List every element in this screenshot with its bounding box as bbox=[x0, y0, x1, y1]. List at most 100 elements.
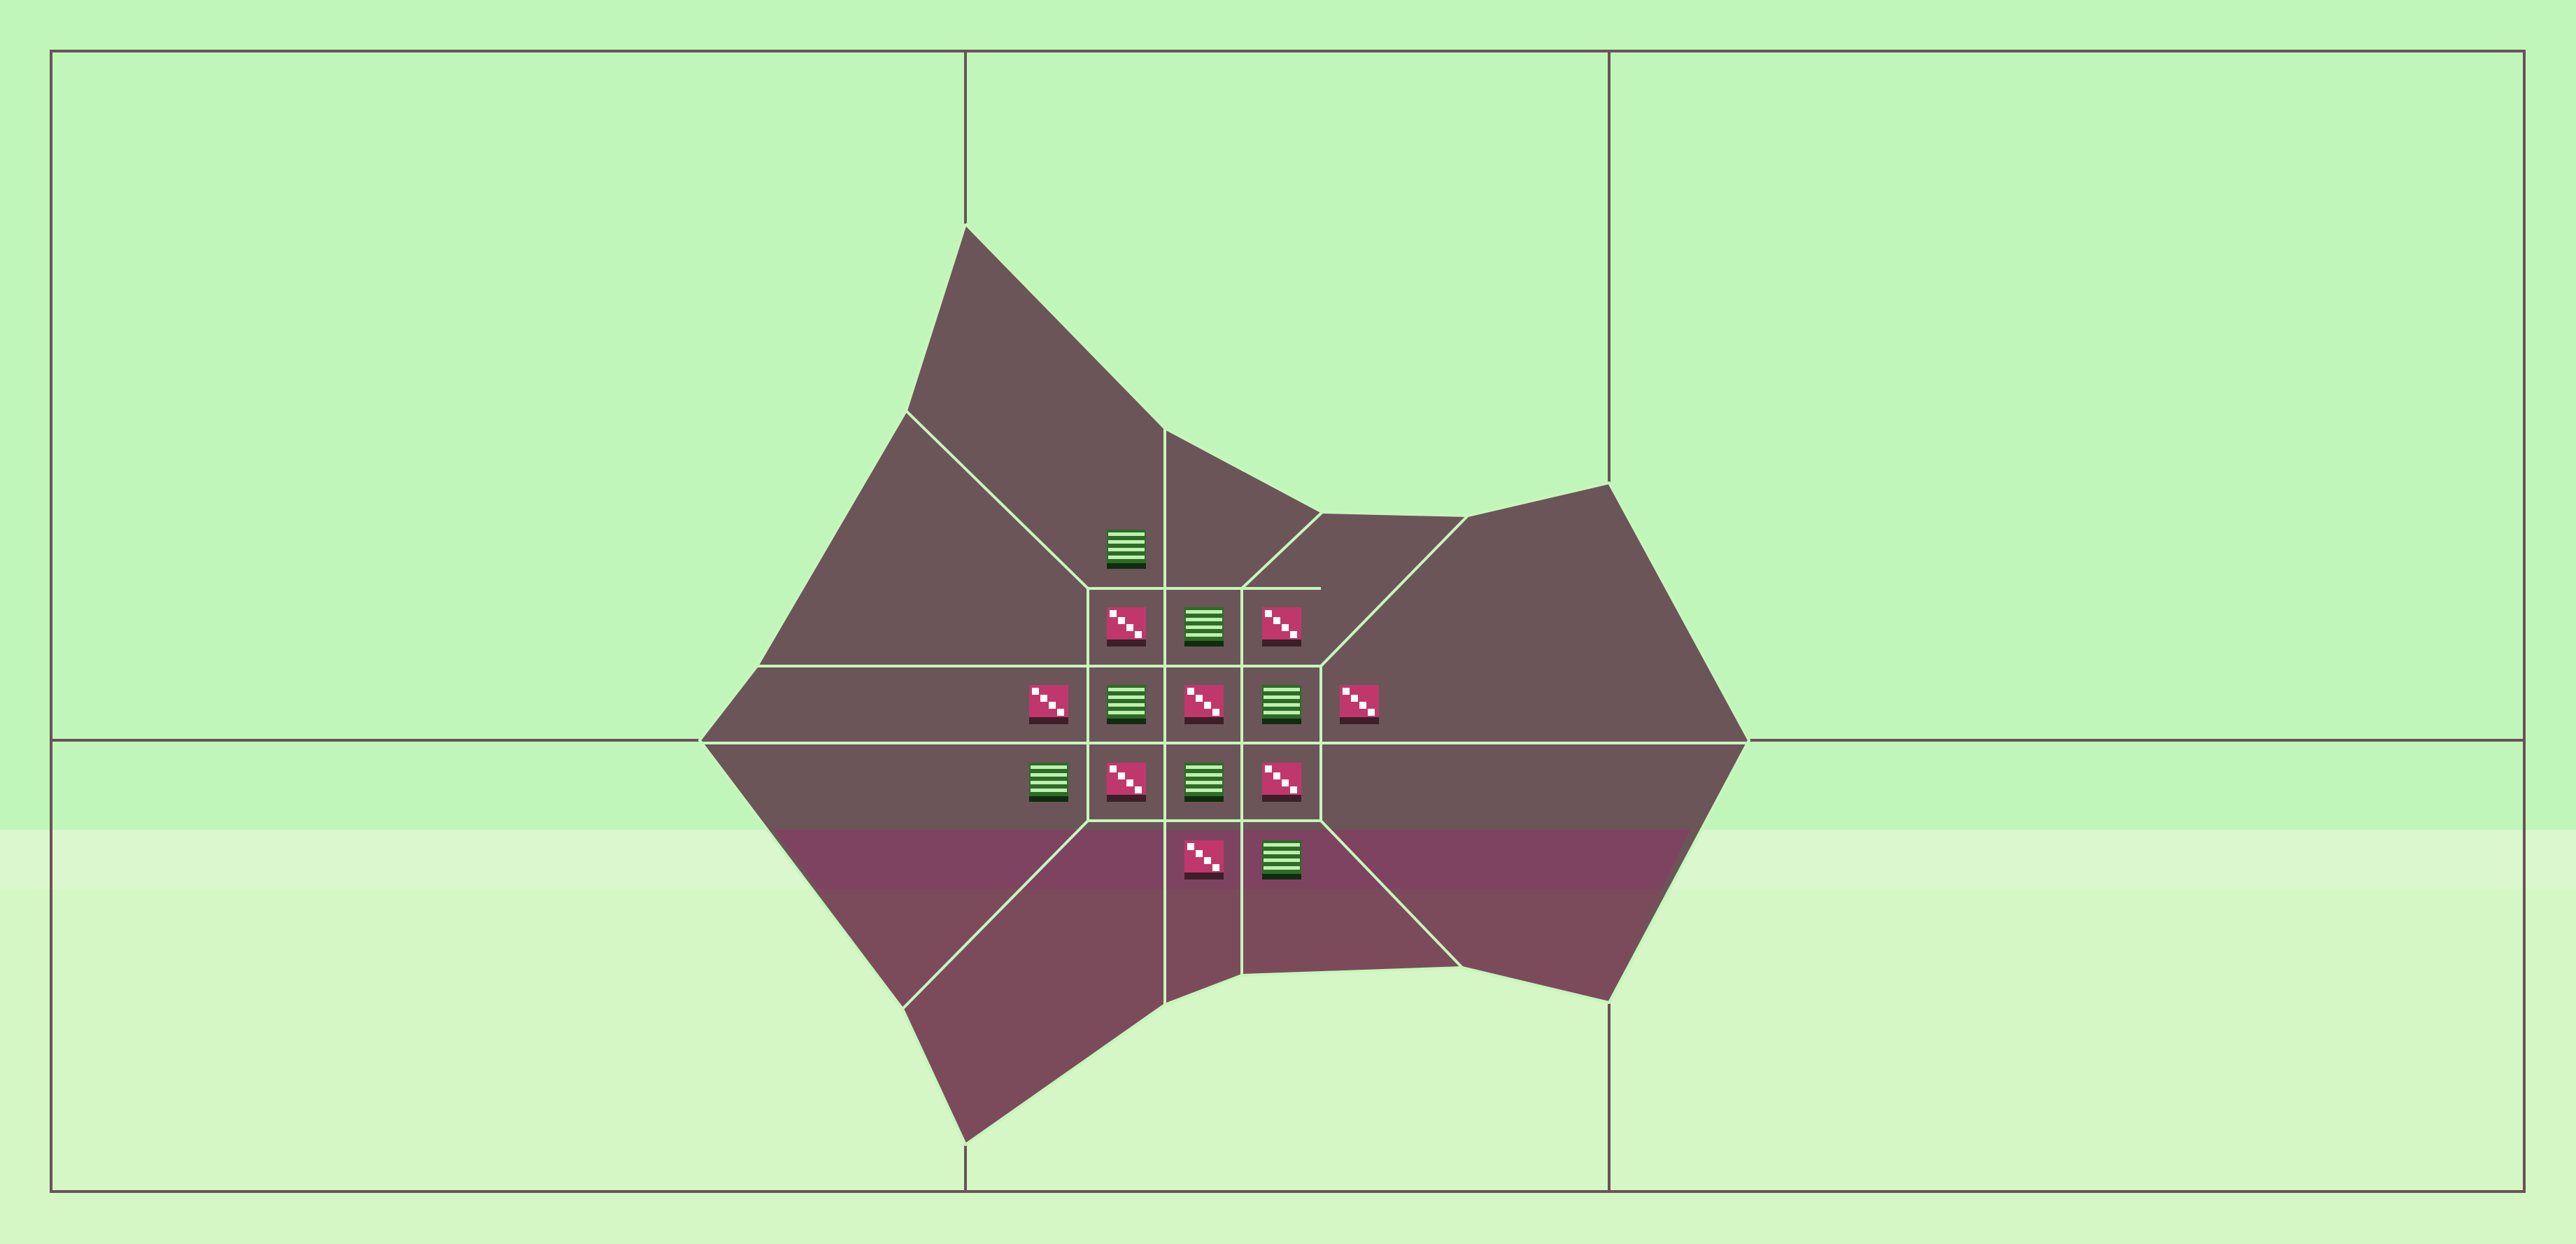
tile-stripe bbox=[1186, 618, 1222, 621]
tile-stripe bbox=[1186, 610, 1222, 614]
tile-mark bbox=[1204, 857, 1211, 864]
region-borders bbox=[698, 222, 1750, 1146]
green-striped-tile-icon[interactable] bbox=[1184, 763, 1224, 802]
pink-diagonal-tile-icon[interactable] bbox=[1184, 685, 1224, 724]
tile-mark bbox=[1265, 765, 1272, 772]
tile-shadow bbox=[1107, 639, 1146, 646]
border-d-topright bbox=[1240, 511, 1324, 590]
tile-shadow bbox=[1029, 717, 1068, 724]
outer-frame bbox=[50, 50, 2526, 1193]
tile-stripe bbox=[1186, 625, 1222, 629]
tile-mark bbox=[1118, 617, 1125, 624]
pink-diagonal-tile-icon[interactable] bbox=[1340, 685, 1379, 724]
pink-diagonal-tile-icon[interactable] bbox=[1029, 685, 1068, 724]
tile-stripe bbox=[1264, 695, 1300, 699]
tile-shadow bbox=[1184, 641, 1224, 646]
tile-shadow bbox=[1262, 795, 1301, 802]
territory-highlight-band bbox=[774, 830, 1690, 889]
tile-layer[interactable] bbox=[1029, 530, 1379, 879]
tile-mark bbox=[1282, 779, 1289, 786]
tile-stripe bbox=[1108, 695, 1145, 699]
tile-shadow bbox=[1262, 639, 1301, 646]
tile-mark bbox=[1273, 617, 1280, 624]
tile-mark bbox=[1040, 695, 1047, 702]
tile-shadow bbox=[1262, 719, 1301, 724]
border-d-right bbox=[1319, 514, 1469, 667]
tile-mark bbox=[1126, 779, 1133, 786]
tile-stripe bbox=[1108, 556, 1145, 559]
tile-mark bbox=[1118, 772, 1125, 779]
tile-mark bbox=[1212, 709, 1219, 716]
tile-stripe bbox=[1264, 858, 1300, 862]
tile-mark bbox=[1351, 695, 1358, 702]
tile-mark bbox=[1196, 695, 1203, 702]
tile-stripe bbox=[1108, 532, 1145, 536]
tile-shadow bbox=[1184, 717, 1224, 724]
tile-stripe bbox=[1264, 703, 1300, 707]
pink-diagonal-tile-icon[interactable] bbox=[1184, 840, 1224, 879]
tile-stripe bbox=[1031, 773, 1067, 777]
tile-mark bbox=[1282, 624, 1289, 631]
tile-mark bbox=[1343, 688, 1350, 695]
tile-stripe bbox=[1264, 851, 1300, 854]
tile-mark bbox=[1212, 864, 1219, 871]
tile-mark bbox=[1290, 631, 1297, 638]
tile-stripe bbox=[1186, 765, 1222, 769]
tile-shadow bbox=[1184, 872, 1224, 879]
tile-mark bbox=[1359, 702, 1366, 709]
tile-shadow bbox=[1029, 796, 1068, 802]
tile-mark bbox=[1187, 843, 1194, 850]
tile-stripe bbox=[1186, 633, 1222, 637]
pink-diagonal-tile-icon[interactable] bbox=[1107, 763, 1146, 802]
tile-mark bbox=[1187, 688, 1194, 695]
tile-stripe bbox=[1108, 703, 1145, 707]
tile-mark bbox=[1126, 624, 1133, 631]
tile-mark bbox=[1110, 610, 1117, 617]
tile-mark bbox=[1135, 786, 1142, 793]
tile-mark bbox=[1135, 631, 1142, 638]
tile-mark bbox=[1110, 765, 1117, 772]
tile-stripe bbox=[1108, 548, 1145, 551]
tile-mark bbox=[1265, 610, 1272, 617]
green-striped-tile-icon[interactable] bbox=[1029, 763, 1068, 802]
tile-mark bbox=[1049, 702, 1056, 709]
pink-diagonal-tile-icon[interactable] bbox=[1262, 763, 1301, 802]
tile-shadow bbox=[1262, 874, 1301, 879]
tile-stripe bbox=[1186, 789, 1222, 792]
tile-mark bbox=[1032, 688, 1039, 695]
tile-shadow bbox=[1107, 563, 1146, 569]
tile-mark bbox=[1290, 786, 1297, 793]
green-striped-tile-icon[interactable] bbox=[1184, 607, 1224, 646]
tile-stripe bbox=[1264, 688, 1300, 691]
tile-stripe bbox=[1186, 773, 1222, 777]
border-d-bottomleft bbox=[901, 819, 1089, 1010]
outer-border bbox=[698, 222, 1750, 1146]
tile-shadow bbox=[1107, 795, 1146, 802]
tile-shadow bbox=[1107, 719, 1146, 724]
tile-mark bbox=[1196, 850, 1203, 857]
green-striped-tile-icon[interactable] bbox=[1262, 840, 1301, 879]
green-striped-tile-icon[interactable] bbox=[1262, 685, 1301, 724]
tile-mark bbox=[1204, 702, 1211, 709]
tile-stripe bbox=[1264, 711, 1300, 714]
tile-stripe bbox=[1108, 688, 1145, 691]
tile-shadow bbox=[1184, 796, 1224, 802]
border-d-bottomright bbox=[1319, 819, 1464, 969]
green-striped-tile-icon[interactable] bbox=[1107, 685, 1146, 724]
pink-diagonal-tile-icon[interactable] bbox=[1262, 607, 1301, 646]
tile-mark bbox=[1368, 709, 1375, 716]
tile-stripe bbox=[1031, 765, 1067, 769]
tile-stripe bbox=[1031, 781, 1067, 784]
tile-stripe bbox=[1264, 866, 1300, 870]
pink-diagonal-tile-icon[interactable] bbox=[1107, 607, 1146, 646]
tile-stripe bbox=[1186, 781, 1222, 784]
green-striped-tile-icon[interactable] bbox=[1107, 530, 1146, 569]
tile-stripe bbox=[1031, 789, 1067, 792]
tile-mark bbox=[1273, 772, 1280, 779]
tile-stripe bbox=[1108, 711, 1145, 714]
border-d-topleft bbox=[905, 409, 1089, 590]
tile-stripe bbox=[1108, 540, 1145, 544]
tile-shadow bbox=[1340, 717, 1379, 724]
tile-stripe bbox=[1264, 843, 1300, 847]
